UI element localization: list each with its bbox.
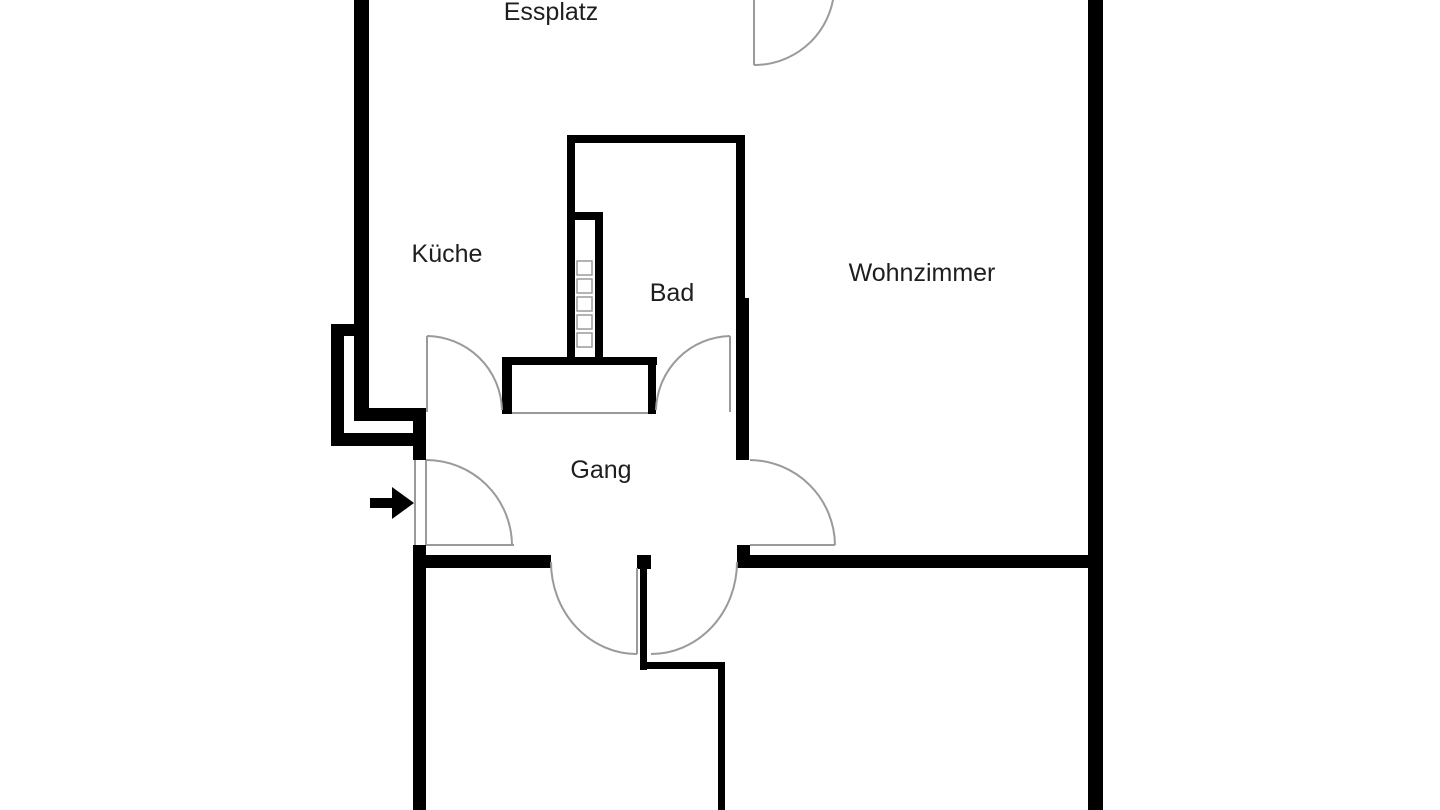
wall-gang-bottom-left — [413, 555, 551, 568]
room-label-kueche: Küche — [412, 240, 483, 268]
door-wohnzimmer — [749, 459, 836, 546]
wall-bad-left — [567, 135, 575, 215]
wall-left-upper — [354, 0, 369, 412]
wall-cabinet-right — [648, 357, 656, 414]
wall-shaft-outer-right — [595, 212, 603, 362]
wall-center-lower — [718, 662, 725, 810]
walls — [331, 0, 1103, 810]
wall-right — [1088, 0, 1103, 810]
door-bad — [655, 335, 731, 412]
wall-cabinet-top — [507, 357, 657, 365]
wall-kitchen-bottom — [354, 408, 426, 421]
door-kueche — [426, 335, 503, 412]
room-label-bad: Bad — [650, 279, 694, 307]
wall-gang-bottom-right — [737, 555, 1103, 568]
door-bottom-right — [650, 561, 738, 655]
shaft-tiles — [576, 260, 593, 348]
wall-center-divider — [640, 555, 647, 670]
room-label-wohnzimmer: Wohnzimmer — [849, 259, 996, 287]
cabinet-front-line — [512, 412, 648, 414]
door-essplatz — [753, 0, 834, 67]
wall-shaft-left — [331, 324, 344, 446]
room-label-essplatz: Essplatz — [504, 0, 598, 26]
wall-center-step — [640, 662, 725, 669]
wall-entry-jamb-top — [413, 408, 426, 460]
wall-left-lower — [413, 545, 426, 810]
wall-shaft-bottom — [331, 433, 426, 446]
door-bottom-left — [550, 561, 638, 655]
wall-shaft-outer-left — [567, 212, 575, 362]
wall-shaft-outer-top — [567, 212, 601, 220]
wall-cabinet-left — [502, 357, 512, 414]
wall-bad-right — [736, 135, 745, 415]
room-label-gang: Gang — [570, 456, 631, 484]
wall-gang-right-jamb — [737, 545, 750, 568]
arrow-right-icon — [370, 487, 414, 519]
doors — [414, 0, 836, 655]
wall-bad-top — [567, 135, 744, 143]
wall-bad-right-thick — [736, 298, 749, 460]
door-entrance — [414, 459, 514, 546]
